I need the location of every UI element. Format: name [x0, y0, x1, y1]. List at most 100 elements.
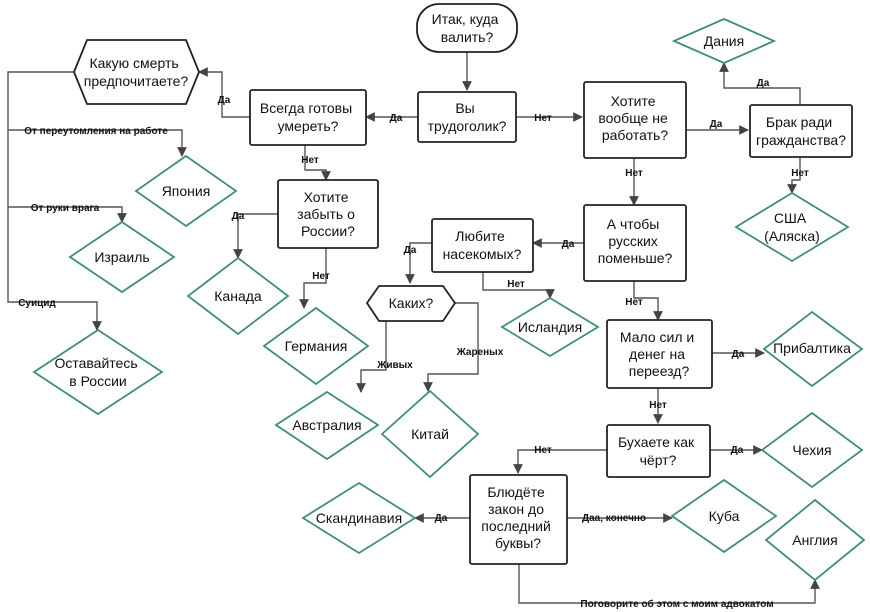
node-denmark: Дания [671, 18, 777, 64]
node-canada: Канада [186, 256, 290, 336]
svg-text:Мало сил и денег на: Мало сил и денег на переезд? [620, 329, 698, 379]
svg-text:Вы трудоголик?: Вы трудоголик? [428, 100, 507, 134]
node-drink: Бухаете как чёрт? [606, 424, 711, 478]
svg-text:Дания: Дания [704, 33, 744, 49]
node-israel: Израиль [68, 220, 176, 294]
label-insects-yes: Да [404, 245, 417, 256]
label-lowres-yes: Да [732, 349, 745, 360]
svg-text:США (Аляска): США (Аляска) [764, 210, 820, 244]
node-workaholic: Вы трудоголик? [417, 91, 517, 143]
svg-text:Блюдёте закон до: Блюдёте закон до последний буквы? [481, 484, 554, 551]
node-iceland: Исландия [500, 296, 600, 358]
edge-which-china [423, 302, 479, 392]
edge-drink-law [513, 449, 607, 474]
label-fried: Жареных [456, 347, 504, 358]
node-dont-work: Хотите вообще не работать? [583, 81, 687, 159]
node-scandinavia: Скандинавия [301, 481, 417, 555]
svg-text:Япония: Япония [162, 183, 211, 199]
label-fewer-yes: Да [562, 239, 575, 250]
svg-text:Хотите забыть о: Хотите забыть о России? [297, 189, 359, 239]
node-start: Итак, куда валить? [416, 3, 518, 53]
label-suicide: Суицид [18, 298, 56, 309]
label-drink-no: Нет [534, 445, 552, 456]
svg-text:Прибалтика: Прибалтика [773, 340, 851, 356]
node-death-pref: Какую смерть предпочитаете? [73, 39, 200, 105]
label-enemy: От руки врага [31, 203, 100, 214]
node-england: Англия [764, 498, 866, 582]
label-lawyer: Поговорите об этом с моим адвокатом [580, 598, 773, 610]
svg-text:Каких?: Каких? [389, 295, 434, 311]
edge-alwaysready-forget [304, 145, 331, 181]
label-workaholic-no: Нет [534, 113, 552, 124]
label-fewer-no: Нет [625, 297, 643, 308]
node-cuba: Куба [670, 478, 778, 554]
node-germany: Германия [262, 306, 370, 386]
node-australia: Австралия [274, 390, 380, 461]
node-china: Китай [380, 389, 480, 479]
node-always-ready: Всегда готовы умереть? [249, 89, 367, 146]
node-czech: Чехия [760, 411, 864, 489]
edge-fewer-lowres [633, 281, 663, 321]
label-alwaysready-no: Нет [301, 155, 319, 166]
edge-forget-germany [299, 248, 327, 309]
edge-labels: Да Нет Да Да Нет Нет Да Нет От переутомл… [18, 78, 809, 610]
label-marriage-no: Нет [791, 168, 809, 179]
svg-text:Скандинавия: Скандинавия [316, 510, 402, 526]
label-workaholic-yes: Да [390, 113, 403, 124]
svg-text:Чехия: Чехия [792, 442, 831, 458]
node-forget-russia: Хотите забыть о России? [277, 179, 379, 249]
label-overwork: От переутомления на работе [24, 125, 168, 137]
svg-text:Бухаете как чёрт?: Бухаете как чёрт? [618, 434, 698, 468]
node-low-resources: Мало сил и денег на переезд? [606, 319, 713, 389]
label-drink-yes: Да [731, 445, 744, 456]
node-fewer-russians: А чтобы русских поменьше? [583, 204, 687, 282]
svg-text:Брак ради гражданства?: Брак ради гражданства? [756, 114, 846, 148]
node-law: Блюдёте закон до последний буквы? [469, 474, 568, 565]
label-alive: Живых [376, 360, 413, 371]
svg-text:Германия: Германия [285, 338, 348, 354]
node-usa: США (Аляска) [734, 191, 850, 263]
node-insects: Любите насекомых? [431, 218, 534, 273]
edge-which-australia [356, 318, 387, 393]
node-stay-russia: Оставайтесь в России [32, 328, 164, 416]
edges [7, 52, 820, 604]
label-insects-no: Нет [507, 279, 525, 290]
label-dontwork-no: Нет [625, 168, 643, 179]
svg-text:А чтобы русских: А чтобы русских поменьше? [598, 216, 673, 266]
svg-text:Всегда готовы умереть?: Всегда готовы умереть? [260, 100, 356, 134]
svg-text:Исландия: Исландия [518, 319, 582, 335]
node-marriage: Брак ради гражданства? [749, 104, 853, 158]
svg-text:Англия: Англия [792, 532, 837, 548]
node-start-text: Итак, куда валить? [432, 11, 503, 45]
node-japan: Япония [134, 154, 238, 228]
edge-deathpref-stay [7, 207, 102, 331]
label-law-yes: Да [435, 513, 448, 524]
label-alwaysready-yes: Да [218, 95, 231, 106]
svg-text:Канада: Канада [214, 288, 262, 304]
label-yes-of-course: Даа, конечно [582, 513, 646, 524]
edge-deathpref-israel [7, 130, 127, 223]
edge-insects-which [405, 242, 432, 284]
svg-text:Китай: Китай [411, 426, 449, 442]
svg-text:Израиль: Израиль [94, 249, 149, 265]
edge-marriage-usa [787, 157, 801, 194]
svg-text:Австралия: Австралия [292, 417, 361, 433]
nodes: Итак, куда валить? Вы трудоголик? Хотите… [32, 3, 866, 582]
svg-text:Оставайтесь в России: Оставайтесь в России [54, 355, 141, 389]
label-dontwork-yes: Да [710, 119, 723, 130]
edge-insects-iceland [482, 272, 555, 299]
label-marriage-yes: Да [757, 78, 770, 89]
edge-law-england [518, 564, 820, 604]
svg-text:Любите насекомых?: Любите насекомых? [443, 228, 522, 262]
edge-marriage-denmark [719, 62, 801, 105]
label-lowres-no: Нет [649, 400, 667, 411]
node-baltics: Прибалтика [762, 310, 864, 388]
label-forget-no: Нет [312, 271, 330, 282]
svg-text:Какую смерть предпочит: Какую смерть предпочитаете? [84, 55, 189, 89]
node-which: Каких? [365, 285, 457, 322]
svg-text:Хотите вообще не: Хотите вообще не работать? [598, 93, 671, 143]
label-forget-yes: Да [232, 211, 245, 222]
svg-text:Куба: Куба [709, 508, 740, 524]
edge-forget-canada [233, 213, 278, 259]
